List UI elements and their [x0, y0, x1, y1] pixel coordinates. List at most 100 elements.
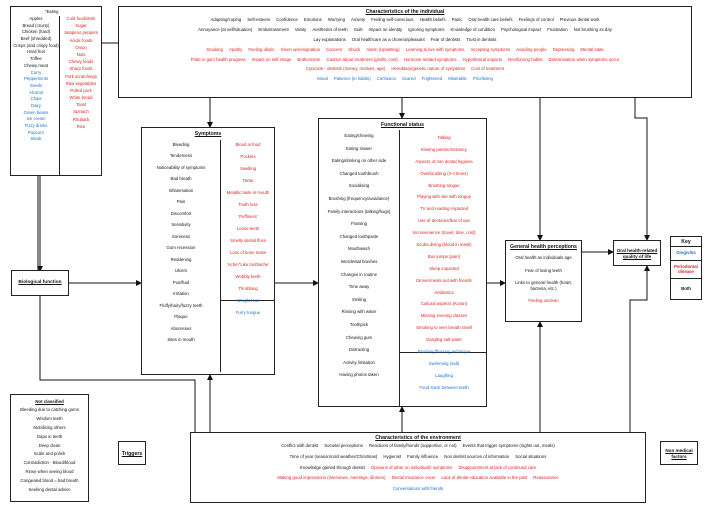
- functional-item: Interdental brushes: [340, 258, 378, 264]
- individual-item: Miserable: [448, 76, 467, 82]
- individual-item: Psychological impact: [500, 26, 542, 32]
- eating-item: Ice cream: [26, 116, 46, 122]
- symptom-item: Plaque: [174, 314, 188, 320]
- line-bio-env: [39, 296, 196, 432]
- symptom-item: Fluffy/hairy/fuzzy teeth: [159, 302, 203, 308]
- symptom-item: Throbbing: [238, 285, 258, 291]
- eating-item: Onion: [75, 44, 87, 50]
- individual-item: Previous dental work: [559, 17, 600, 22]
- not-classified-item: Contradiction - Blood/blood: [23, 460, 76, 466]
- environment-item: Conversations with friends: [392, 486, 444, 492]
- eating-item: Beef (shredded): [20, 36, 52, 42]
- environment-row: Making good impressions (interviews, mee…: [195, 475, 641, 481]
- functional-item: Box jumps (pain): [427, 253, 461, 259]
- environment-box: Characteristics of the environment Confl…: [190, 432, 646, 503]
- general-item: Links to general health (heart, bacteria…: [515, 280, 572, 291]
- eating-item: Steak: [30, 136, 42, 142]
- eating-item: Peppermints: [23, 76, 49, 82]
- symptom-item: Blood in food: [235, 142, 261, 147]
- eating-item: Pulled pork: [70, 87, 92, 93]
- individual-item: Bothersome: [297, 56, 321, 62]
- environment-item: Social situations: [515, 453, 547, 459]
- symptom-item: Soreness: [171, 233, 191, 239]
- functional-item: Kissing partner/intimacy: [421, 146, 467, 152]
- environment-item: Family influence: [407, 453, 439, 459]
- symptom-item: Loss of bone mass: [229, 249, 267, 255]
- functional-item: Laughing: [435, 372, 453, 378]
- eating-item: Curry: [30, 69, 42, 75]
- individual-item: Scared: [402, 76, 416, 82]
- general-item: Feeling unclean: [528, 298, 559, 304]
- individual-item: Frightened: [421, 76, 443, 82]
- symptom-item: Wobbly teeth: [235, 273, 261, 279]
- functional-item: Cultural aspects (Koran): [420, 301, 468, 307]
- not-classified-item: Gaps in teeth: [36, 433, 63, 439]
- eating-item: Fizzy drinks: [24, 123, 48, 128]
- functional-item: Changed toothbrush: [339, 170, 379, 176]
- symptom-item: Pockets: [240, 153, 256, 159]
- symptom-item: Pus/fluid: [172, 279, 190, 285]
- symptoms-divider: [220, 140, 221, 372]
- individual-item: Confidence: [276, 17, 298, 22]
- eating-item: Chewy meat: [24, 62, 48, 68]
- key-gingivitis: Gingivitis: [676, 250, 696, 255]
- eating-item: Nuts: [76, 51, 86, 57]
- arrow-env-oral: [629, 265, 650, 432]
- symptom-item: Discomfort: [170, 210, 192, 216]
- functional-item: Socialising: [348, 183, 370, 189]
- individual-item: Smoking: [206, 46, 223, 52]
- individual-item: Annoyance (at self/situation): [198, 26, 253, 32]
- individual-item: Cynicism - dentists (money, motives, age…: [305, 66, 386, 72]
- functional-item: Smiling: [351, 296, 367, 302]
- symptom-item: Gum recession: [166, 245, 196, 251]
- triggers-title: Triggers: [121, 451, 143, 457]
- symptom-item: Furry tongue: [235, 309, 261, 315]
- environment-title: Characteristics of the environment: [375, 435, 461, 441]
- individual-item: Oral healthcare as a chore/unpleasant: [351, 36, 425, 42]
- key-line-3: [671, 278, 701, 279]
- key-line-1: [671, 246, 701, 247]
- symptom-item: Swelling: [239, 165, 256, 171]
- symptom-item: Bad breath: [170, 176, 192, 182]
- environment-item: Conflict with dentist: [281, 443, 319, 448]
- individual-row: Cynicism - dentists (money, motives, age…: [123, 66, 687, 72]
- eating-item: Rhubarb: [72, 116, 90, 122]
- functional-item: Eating/chewing: [344, 133, 374, 138]
- symptom-item: Bleeding: [172, 142, 190, 147]
- eating-item: Apples: [29, 16, 43, 21]
- functional-item: Aspects of non dental hygiene: [415, 158, 473, 164]
- functional-item: Rinsing with water: [341, 309, 377, 315]
- individual-item: Feeling idiotic: [248, 46, 275, 52]
- eating-item: Sugar: [75, 23, 87, 29]
- individual-item: Impact on identity: [368, 26, 403, 32]
- eating-item: Bread (crusty): [22, 22, 50, 28]
- environment-item: Lack of dental education available in th…: [441, 475, 528, 481]
- general-item: Fear of losing teeth: [525, 267, 562, 273]
- not-classified-title: Not classified: [35, 399, 64, 404]
- functional-item: Having photos taken: [339, 372, 379, 378]
- environment-item: Time of year (season/cold weather/Christ…: [289, 453, 378, 459]
- biological-function-box: Biological function: [11, 270, 69, 296]
- environment-item: Reactions of family/friends (supportive,…: [368, 443, 457, 448]
- symptom-item: Reddening: [170, 256, 192, 262]
- eating-item: Raw vegetables: [65, 80, 97, 86]
- eating-item: Alcohol: [28, 89, 44, 95]
- individual-item: Confusion: [376, 76, 397, 82]
- eating-item: Crisps (and crispy food): [13, 42, 59, 48]
- functional-item: Scuba diving (blood in mask): [416, 242, 472, 248]
- eating-item: Sharp foods: [69, 66, 93, 72]
- environment-item: Making good impressions (interviews, mee…: [277, 475, 386, 481]
- individual-item: Pride in gum health progress: [190, 56, 246, 62]
- individual-item: Vanity: [294, 26, 307, 32]
- individual-item: Worrying: [327, 17, 345, 22]
- individual-item: Shock: [348, 46, 361, 52]
